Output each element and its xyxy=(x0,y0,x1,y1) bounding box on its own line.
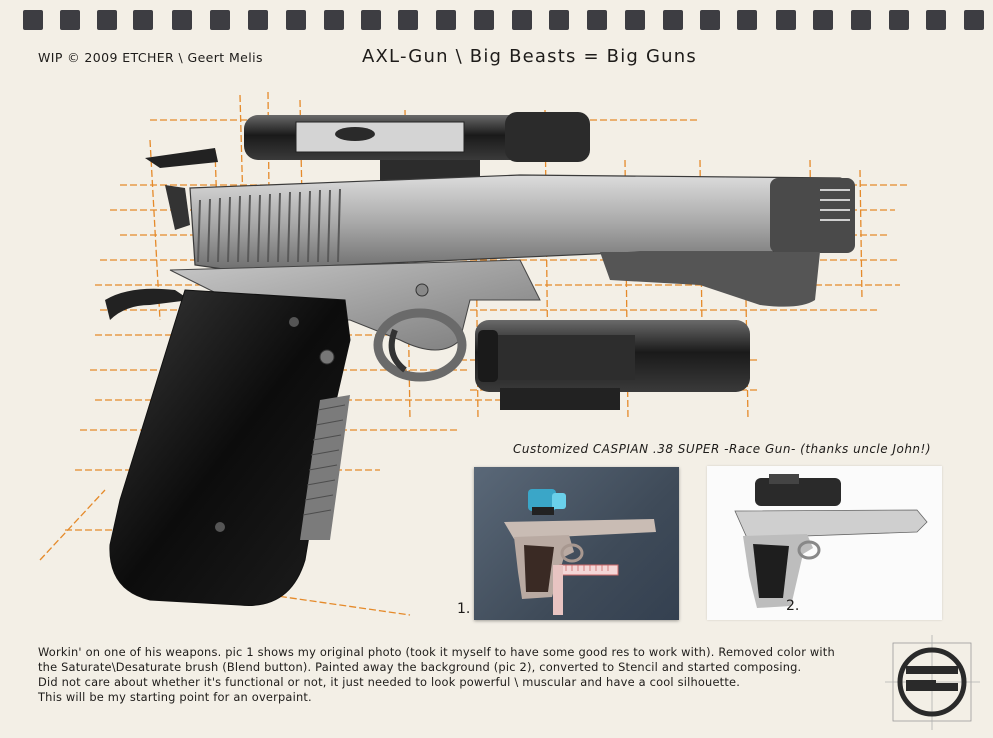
square-bullet-icon xyxy=(23,10,43,30)
square-bullet-icon xyxy=(97,10,117,30)
credit-text: WIP © 2009 ETCHER \ Geert Melis xyxy=(38,50,263,65)
etcher-logo-icon xyxy=(885,635,980,730)
square-bullet-icon xyxy=(625,10,645,30)
description-text: Workin' on one of his weapons. pic 1 sho… xyxy=(38,645,858,705)
description-line: the Saturate\Desaturate brush (Blend but… xyxy=(38,660,802,674)
square-bullet-icon xyxy=(587,10,607,30)
reference-photo-cutout xyxy=(707,466,942,620)
photo-number-1: 1. xyxy=(457,601,471,617)
square-bullet-icon xyxy=(361,10,381,30)
square-bullet-icon xyxy=(700,10,720,30)
square-bullet-icon xyxy=(964,10,984,30)
square-bullet-icon xyxy=(737,10,757,30)
square-bullet-icon xyxy=(474,10,494,30)
square-bullet-icon xyxy=(549,10,569,30)
square-bullet-icon xyxy=(889,10,909,30)
description-line: This will be my starting point for an ov… xyxy=(38,690,312,704)
square-bullet-icon xyxy=(172,10,192,30)
square-bullet-icon xyxy=(398,10,418,30)
square-bullet-icon xyxy=(926,10,946,30)
square-bullet-icon xyxy=(663,10,683,30)
square-bullet-icon xyxy=(436,10,456,30)
square-bullet-icon xyxy=(133,10,153,30)
description-line: Workin' on one of his weapons. pic 1 sho… xyxy=(38,645,835,659)
top-square-strip xyxy=(0,10,993,30)
square-bullet-icon xyxy=(210,10,230,30)
photo-caption: Customized CASPIAN .38 SUPER -Race Gun- … xyxy=(513,442,932,456)
photo-number-2: 2. xyxy=(786,598,800,614)
square-bullet-icon xyxy=(851,10,871,30)
square-bullet-icon xyxy=(813,10,833,30)
square-bullet-icon xyxy=(776,10,796,30)
page-title: AXL-Gun \ Big Beasts = Big Guns xyxy=(362,46,697,67)
square-bullet-icon xyxy=(286,10,306,30)
description-line: Did not care about whether it's function… xyxy=(38,675,741,689)
square-bullet-icon xyxy=(248,10,268,30)
square-bullet-icon xyxy=(512,10,532,30)
square-bullet-icon xyxy=(324,10,344,30)
square-bullet-icon xyxy=(60,10,80,30)
reference-photo-original xyxy=(474,467,679,620)
